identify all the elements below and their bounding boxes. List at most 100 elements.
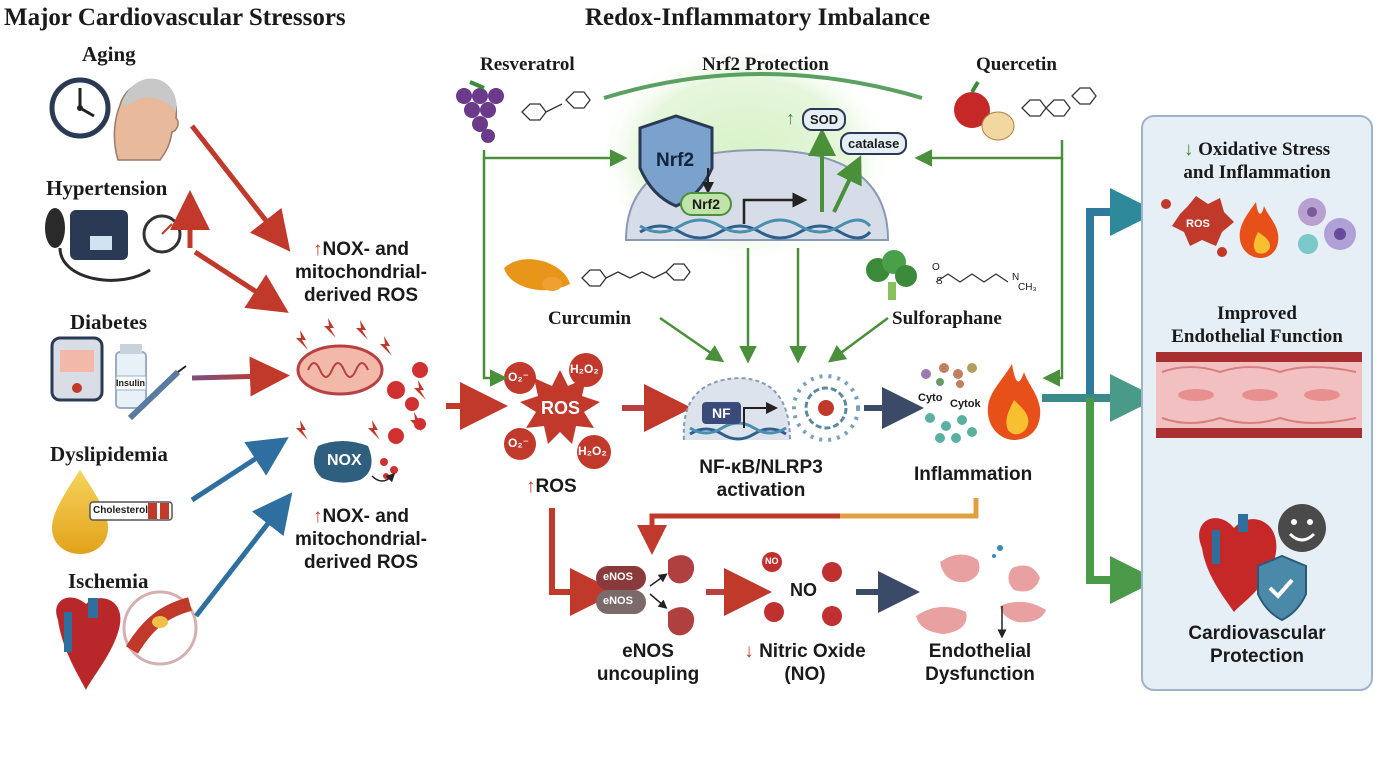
inflammation-label: Inflammation	[914, 464, 1033, 485]
nitric-oxide-label: ↓ Nitric Oxide (NO)	[744, 641, 866, 685]
label-hypertension: Hypertension	[46, 176, 168, 200]
up-arrow-green-icon: ↑	[786, 108, 795, 128]
arrow-sulforaphane-nfkb	[827, 316, 889, 363]
outcome-cv-protection: Cardiovascular Protection	[1188, 623, 1326, 667]
arrow-quercetin-nrf2	[914, 140, 1064, 167]
superoxide-top: O₂⁻	[508, 370, 529, 384]
sulfo-methyl: CH₃	[1018, 282, 1037, 293]
resveratrol-structure	[521, 91, 591, 121]
label-curcumin: Curcumin	[548, 308, 632, 329]
mitochondrion-icon	[296, 344, 384, 396]
nrf2-protection-title: Nrf2 Protection	[702, 54, 829, 75]
cytokine-dots	[921, 363, 977, 443]
sod-pill: SOD	[802, 108, 847, 131]
enos-pill-1: eNOS	[603, 571, 633, 583]
damaged-endothelial-cells-icon	[916, 545, 1046, 639]
healthy-vessel-icon	[1156, 352, 1362, 438]
immune-cells-icon	[1298, 198, 1356, 254]
enos-pill-2: eNOS	[603, 595, 633, 607]
arrow-aging	[190, 124, 291, 252]
cholesterol-meter-icon	[89, 501, 173, 521]
arrow-ros-enos	[549, 508, 618, 616]
arrow-curcumin-nfkb	[659, 316, 725, 363]
shield-icon	[638, 114, 714, 208]
down-arrow-green-icon: ↓	[1183, 139, 1194, 160]
arrow-inflammation-gradient	[840, 498, 979, 519]
label-ischemia: Ischemia	[68, 569, 149, 593]
arrow-dyslipidemia	[190, 437, 289, 503]
nrf2-shield-label: Nrf2	[656, 150, 695, 171]
ros-droplets	[380, 362, 428, 479]
enos-uncoupling-label: eNOS uncoupling	[596, 641, 700, 685]
broccoli-icon	[866, 250, 917, 300]
transcription-arrow	[742, 192, 808, 224]
cyto-label: Cyto	[918, 392, 943, 404]
inflammasome-icon	[792, 374, 860, 442]
ros-starburst-icon	[504, 353, 611, 469]
curcumin-structure	[581, 263, 691, 287]
arrow-diabetes	[191, 356, 290, 397]
glucometer-icon	[50, 336, 104, 402]
apple-onion-icon	[954, 80, 1015, 141]
arrow-to-catalase	[832, 155, 862, 213]
arrow-hypertension	[193, 249, 289, 313]
arrow-inflammation-enos	[637, 498, 979, 555]
sulfo-nitrogen: N	[1012, 272, 1020, 283]
ros-source-label-top: ↑NOX- and mitochondrial- derived ROS	[295, 239, 427, 306]
enos-pills	[596, 555, 695, 636]
ros-source-label-bottom: ↑NOX- and mitochondrial- derived ROS	[295, 506, 427, 573]
arrow-to-cv-protection	[1086, 398, 1158, 604]
arrow-to-oxidative-stress	[1042, 188, 1158, 402]
turmeric-icon	[504, 259, 570, 291]
sulforaphane-structure	[935, 273, 1009, 283]
title-imbalance: Redox-Inflammatory Imbalance	[585, 4, 931, 31]
no-molecules	[762, 552, 842, 626]
label-sulforaphane: Sulforaphane	[892, 308, 1002, 329]
up-arrow-icon: ↑	[312, 506, 323, 527]
no-center-label: NO	[790, 580, 817, 600]
insulin-label: Insulin	[116, 378, 145, 388]
syringe-icon	[127, 365, 187, 421]
nox-label: NOX	[327, 452, 362, 469]
small-flame-icon	[1239, 202, 1279, 258]
quercetin-structure	[1021, 87, 1097, 117]
arrow-quercetin-inflammation	[1042, 158, 1064, 387]
label-dyslipidemia: Dyslipidemia	[50, 442, 168, 466]
label-resveratrol: Resveratrol	[480, 54, 575, 75]
endothelial-dysfunction-label: Endothelial Dysfunction	[925, 641, 1035, 685]
nfkb-label: NF-κB/NLRP3 activation	[699, 457, 823, 501]
sulfo-sulfur: S	[936, 276, 943, 287]
smiley-icon	[1278, 504, 1326, 552]
clock-icon	[49, 77, 111, 139]
nox-enzyme-icon	[313, 441, 396, 483]
oil-drop-icon	[52, 470, 108, 554]
h2o2-top: H₂O₂	[570, 362, 599, 376]
shield-check-icon	[1257, 554, 1307, 622]
arrow-ischemia	[194, 492, 293, 618]
arrow-resveratrol-ros	[482, 158, 508, 387]
title-stressors: Major Cardiovascular Stressors	[4, 4, 346, 31]
ros-badge-label: ROS	[1186, 218, 1210, 230]
heart-icon	[56, 597, 121, 690]
outcome-oxidative-stress: ↓ Oxidative Stress and Inflammation	[1183, 139, 1331, 183]
elderly-head-icon	[113, 78, 179, 161]
nf-box: NF	[702, 402, 741, 424]
cholesterol-label: Cholesterol	[93, 505, 149, 516]
flame-icon	[987, 364, 1041, 440]
down-arrow-icon: ↓	[744, 641, 754, 662]
outcome-endothelial-function: Improved Endothelial Function	[1171, 303, 1343, 347]
h2o2-bottom: H₂O₂	[578, 444, 607, 458]
blocked-artery-icon	[122, 590, 198, 666]
grapes-icon	[456, 80, 504, 143]
label-quercetin: Quercetin	[976, 54, 1057, 75]
ros-caption: ↑ROS	[526, 476, 577, 497]
ros-center-label: ROS	[541, 398, 581, 418]
sulfo-oxygen: O	[932, 262, 940, 273]
catalase-pill: catalase	[840, 132, 908, 155]
cytok-label: Cytok	[950, 398, 981, 410]
up-arrow-icon: ↑	[312, 239, 323, 260]
nrf2-inner-pill: Nrf2	[680, 192, 733, 216]
superoxide-bottom: O₂⁻	[508, 436, 529, 450]
